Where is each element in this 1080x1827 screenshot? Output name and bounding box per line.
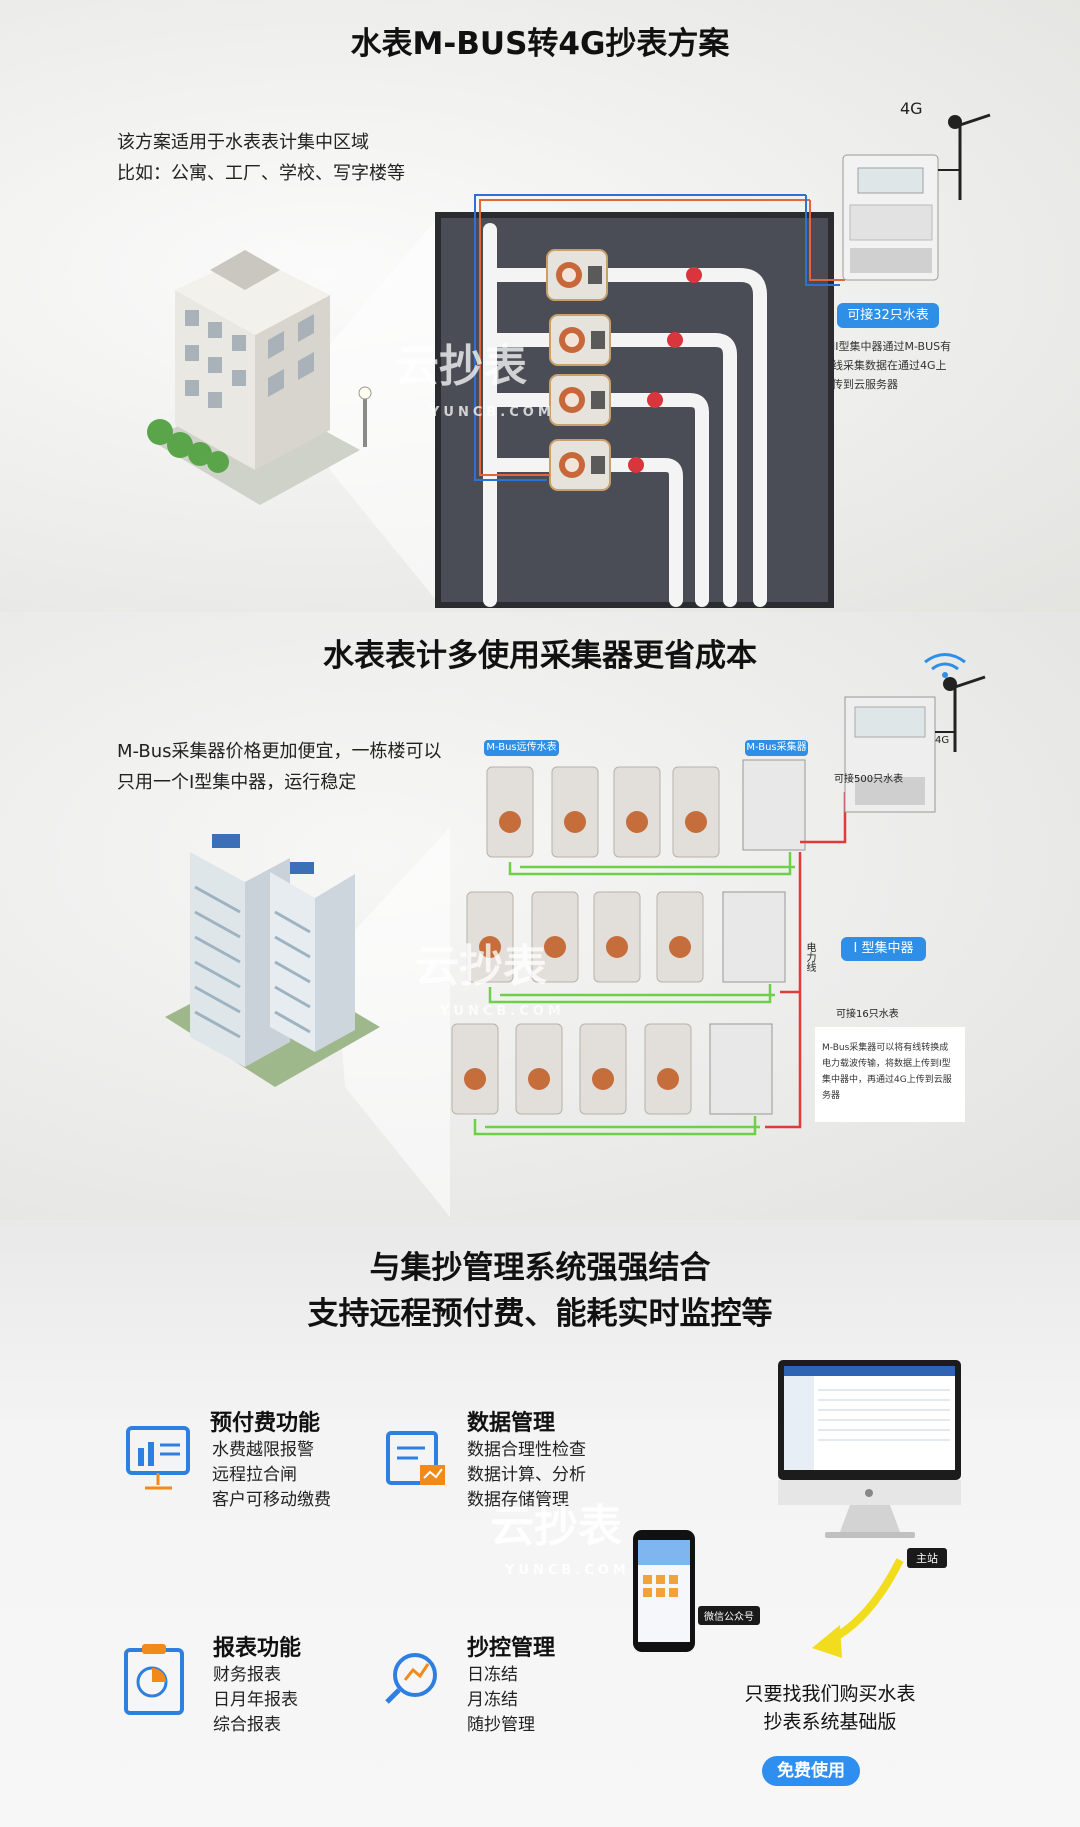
- section1-signal-label: 4G: [900, 99, 923, 118]
- section2-note-line3: 集中器中，再通过4G上传到云服: [822, 1075, 952, 1085]
- feature-control-title: 抄控管理: [467, 1636, 556, 1661]
- section1-illustration: [147, 113, 991, 608]
- section1-note-line3: 传到云服务器: [832, 378, 898, 391]
- section3-title-line2: 支持远程预付费、能耗实时监控等: [307, 1296, 773, 1332]
- wifi-signal-icon: [924, 653, 966, 671]
- arrow-icon: [828, 1558, 904, 1644]
- watermark-brand: 云抄表: [415, 941, 547, 992]
- watermark-brand: 云抄表: [395, 341, 527, 392]
- section2-note: M-Bus采集器可以将有线转换成 电力载波传输，将数据上传到I型 集中器中，再通…: [822, 1040, 952, 1104]
- section2-illustration: [165, 653, 986, 1217]
- watermark-url: YUNCB.COM: [440, 1004, 565, 1019]
- water-meter-icon: [549, 314, 611, 366]
- watermark-brand: 云抄表: [490, 1501, 622, 1552]
- tag-mbus-meter: M-Bus远传水表: [484, 740, 559, 756]
- collector-device-icon: [722, 891, 786, 983]
- light-beam: [300, 215, 440, 605]
- concentrator-device-icon: [842, 113, 991, 281]
- wechat-label: 微信公众号: [698, 1606, 760, 1625]
- feature-prepay-list: 水费越限报警 远程拉合闸 客户可移动缴费: [212, 1438, 331, 1513]
- section1-title: 水表M-BUS转4G抄表方案: [350, 26, 730, 62]
- feature-report-list: 财务报表 日月年报表 综合报表: [213, 1663, 298, 1738]
- meter-row-2: [466, 891, 786, 983]
- section-collector: 水表表计多使用采集器更省成本 M-Bus采集器价格更加便宜，一栋楼可以 只用一个…: [0, 612, 1080, 1220]
- section1-note-line2: 线采集数据在通过4G上: [832, 359, 947, 372]
- feature-control-item: 随抄管理: [467, 1715, 535, 1735]
- cta-text: 只要找我们购买水表 抄表系统基础版: [680, 1680, 980, 1736]
- feature-report-item: 日月年报表: [213, 1690, 298, 1710]
- mobile-phone-icon: [633, 1530, 695, 1652]
- clipboard-report-icon: [124, 1644, 184, 1715]
- feature-control-item: 月冻结: [467, 1690, 518, 1710]
- section2-note-line2: 电力载波传输，将数据上传到I型: [822, 1059, 951, 1069]
- section2-signal-label: 4G: [935, 735, 950, 746]
- feature-control-item: 日冻结: [467, 1665, 518, 1685]
- feature-data-item: 数据计算、分析: [467, 1465, 586, 1485]
- feature-data-item: 数据合理性检查: [467, 1440, 586, 1460]
- feature-prepay-item: 远程拉合闸: [212, 1465, 297, 1485]
- section1-desc: 该方案适用于水表表计集中区域 比如：公寓、工厂、学校、写字楼等: [117, 127, 405, 189]
- capacity-badge-32: 可接32只水表: [837, 303, 939, 328]
- feature-report-item: 财务报表: [213, 1665, 281, 1685]
- data-report-icon: [386, 1431, 445, 1485]
- meter-row-1: [486, 759, 806, 858]
- section2-desc-line1: M-Bus采集器价格更加便宜，一栋楼可以: [117, 741, 442, 762]
- section3-title: 与集抄管理系统强强结合 支持远程预付费、能耗实时监控等: [0, 1245, 1080, 1337]
- free-use-button[interactable]: 免费使用: [762, 1756, 860, 1786]
- feature-control-list: 日冻结 月冻结 随抄管理: [467, 1663, 535, 1738]
- collector-device-icon: [709, 1023, 773, 1115]
- tag-mbus-collector: M-Bus采集器: [745, 740, 808, 756]
- section1-desc-line2: 比如：公寓、工厂、学校、写字楼等: [117, 163, 405, 184]
- section2-note-line4: 务器: [822, 1091, 841, 1101]
- feature-report-item: 综合报表: [213, 1715, 281, 1735]
- concentrator-i-badge: I 型集中器: [841, 937, 926, 961]
- power-line-label: 电力线: [804, 942, 815, 972]
- feature-report-title: 报表功能: [213, 1636, 302, 1661]
- collector-device-icon: [742, 759, 806, 851]
- note-card: [815, 1027, 965, 1122]
- section1-desc-line1: 该方案适用于水表表计集中区域: [117, 132, 369, 153]
- water-meter-icon: [549, 439, 611, 491]
- section2-desc-line2: 只用一个I型集中器，运行稳定: [117, 772, 357, 793]
- meter-panel: [435, 194, 845, 608]
- section1-note: II型集中器通过M-BUS有 线采集数据在通过4G上 传到云服务器: [832, 337, 951, 394]
- capacity-16-label: 可接16只水表: [836, 1009, 899, 1020]
- section2-note-line1: M-Bus采集器可以将有线转换成: [822, 1043, 949, 1053]
- watermark-url: YUNCB.COM: [505, 1563, 630, 1578]
- feature-prepay-item: 水费越限报警: [212, 1440, 314, 1460]
- apartment-building-icon: [147, 250, 372, 505]
- prepay-chart-icon: [126, 1426, 190, 1490]
- cta-line2: 抄表系统基础版: [763, 1711, 897, 1733]
- section2-desc: M-Bus采集器价格更加便宜，一栋楼可以 只用一个I型集中器，运行稳定: [117, 736, 442, 798]
- highrise-building-icon: [165, 834, 380, 1087]
- feature-data-title: 数据管理: [467, 1411, 556, 1436]
- search-chart-icon: [385, 1653, 437, 1704]
- meter-row-3: [451, 1023, 773, 1115]
- feature-data-list: 数据合理性检查 数据计算、分析 数据存储管理: [467, 1438, 586, 1513]
- desktop-monitor-icon: [778, 1360, 961, 1538]
- water-meter-icon: [546, 249, 608, 301]
- feature-data-item: 数据存储管理: [467, 1490, 569, 1510]
- section2-title: 水表表计多使用采集器更省成本: [323, 638, 757, 674]
- section-mbus-4g: 水表M-BUS转4G抄表方案 该方案适用于水表表计集中区域 比如：公寓、工厂、学…: [0, 0, 1080, 612]
- concentrator-i-icon: [844, 653, 986, 813]
- section1-note-line1: II型集中器通过M-BUS有: [832, 340, 952, 353]
- master-station-label: 主站: [907, 1548, 947, 1568]
- section-management-system: 与集抄管理系统强强结合 支持远程预付费、能耗实时监控等: [0, 1220, 1080, 1827]
- valve-icon: [628, 267, 702, 473]
- section3-illustration: [124, 1360, 961, 1715]
- cta-line1: 只要找我们购买水表: [744, 1683, 916, 1705]
- capacity-500-label: 可接500只水表: [834, 774, 904, 785]
- watermark-url: YUNCB.COM: [430, 405, 555, 420]
- section3-title-line1: 与集抄管理系统强强结合: [369, 1250, 711, 1286]
- feature-prepay-title: 预付费功能: [210, 1411, 321, 1436]
- water-meter-icon: [549, 374, 611, 426]
- feature-prepay-item: 客户可移动缴费: [212, 1490, 331, 1510]
